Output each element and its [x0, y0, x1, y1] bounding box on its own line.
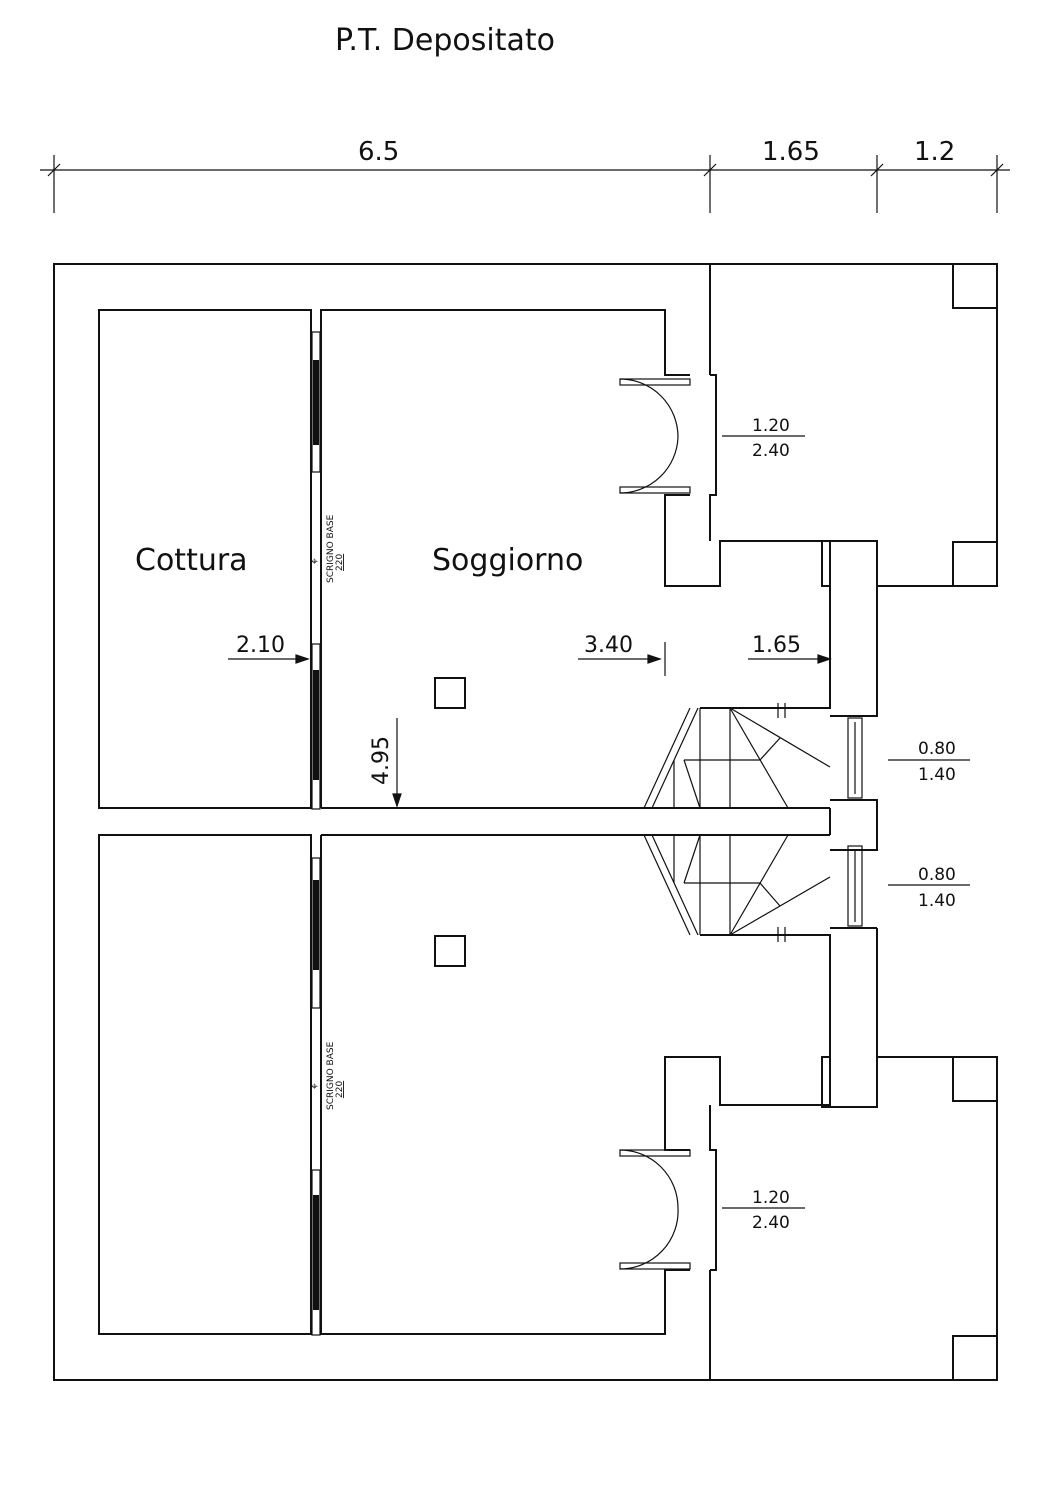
svg-text:220: 220	[335, 554, 345, 571]
svg-text:0.80: 0.80	[918, 739, 956, 759]
opening-label-3: 0.80 1.40	[888, 865, 970, 911]
measure-1-65: 1.65	[752, 633, 801, 658]
window-lower	[847, 845, 863, 927]
svg-text:2.40: 2.40	[752, 441, 790, 461]
dimension-6-5: 6.5	[358, 137, 399, 167]
measure-3-40: 3.40	[584, 633, 633, 658]
column-lower	[434, 935, 466, 967]
svg-text:1.20: 1.20	[752, 416, 790, 436]
svg-text:2.40: 2.40	[752, 1213, 790, 1233]
measure-4-95: 4.95	[369, 736, 394, 785]
double-door-upper[interactable]	[619, 378, 691, 494]
opening-label-4: 1.20 2.40	[722, 1188, 805, 1233]
dimension-1-65: 1.65	[762, 137, 820, 167]
center-mark-icon: ⌖	[311, 554, 318, 568]
opening-label-1: 1.20 2.40	[722, 416, 805, 461]
dimension-1-2: 1.2	[914, 137, 955, 167]
column-upper	[434, 677, 466, 709]
walls	[53, 263, 998, 1381]
svg-text:SCRIGNO BASE: SCRIGNO BASE	[326, 1041, 336, 1110]
staircase-lower	[643, 834, 831, 942]
measure-2-10: 2.10	[236, 633, 285, 658]
svg-text:1.40: 1.40	[918, 765, 956, 785]
svg-text:220: 220	[335, 1081, 345, 1098]
svg-text:0.80: 0.80	[918, 865, 956, 885]
window-upper	[847, 717, 863, 799]
sliding-doors	[311, 331, 321, 1336]
opening-label-2: 0.80 1.40	[888, 739, 970, 785]
plan-title: P.T. Depositato	[335, 23, 555, 58]
svg-text:SCRIGNO BASE: SCRIGNO BASE	[326, 514, 336, 583]
room-label-soggiorno: Soggiorno	[432, 543, 583, 578]
measure-arrows	[228, 642, 832, 808]
svg-text:1.20: 1.20	[752, 1188, 790, 1208]
center-mark-icon: ⌖	[311, 1079, 318, 1093]
sliding-door-label-upper: SCRIGNO BASE 220	[326, 514, 345, 583]
sliding-door-label-lower: SCRIGNO BASE 220	[326, 1041, 345, 1110]
room-label-cottura: Cottura	[135, 543, 248, 578]
dimension-line-top	[40, 155, 1010, 213]
staircase-upper	[643, 703, 831, 809]
double-door-lower[interactable]	[619, 1149, 691, 1270]
svg-text:1.40: 1.40	[918, 891, 956, 911]
